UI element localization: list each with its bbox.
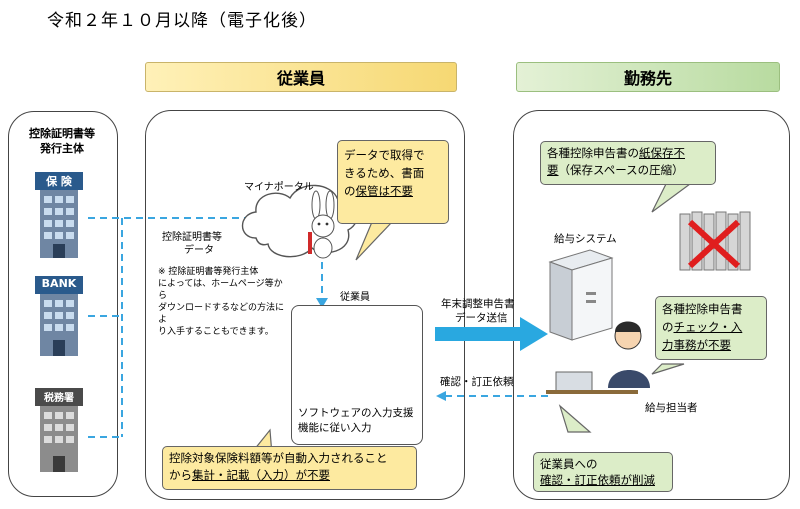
callout-no-storage: データで取得で きるため、書面 の保管は不要 — [337, 140, 449, 224]
tax-office-sign: 税務署 — [44, 393, 74, 404]
portal-down-arrowhead — [316, 298, 328, 308]
payroll-staff-label: 給与担当者 — [645, 402, 698, 414]
callout-no-check-input: 各種控除申告書 のチェック・入 力事務が不要 — [655, 296, 767, 360]
send-arrow — [435, 317, 548, 351]
employee-label: 従業員 — [340, 292, 370, 303]
paper-storage-crossed-icon — [679, 211, 751, 271]
mynaportal-label: マイナポータル — [244, 182, 314, 193]
download-note: ※ 控除証明書等発行主体 によっては、ホームページ等から ダウンロードするなどの… — [158, 267, 285, 337]
callout-tail-top-employee — [355, 221, 394, 261]
software-input-label: ソフトウェアの入力支援 機能に従い入力 — [298, 407, 414, 434]
callout-fewer-requests: 従業員への 確認・訂正依頼が削減 — [533, 452, 673, 492]
callout-tail-bottom-workplace — [558, 404, 592, 433]
payroll-staff-icon — [546, 321, 650, 394]
cert-data-label: 控除証明書等 データ — [162, 232, 222, 256]
callout-tail-mid-workplace — [651, 363, 685, 375]
confirm-arrowhead — [436, 391, 446, 401]
send-data-label: 年末調整申告書 データ送信 — [441, 298, 515, 324]
payroll-system-label: 給与システム — [554, 233, 617, 245]
callout-tail-top-workplace — [651, 183, 692, 213]
tax-office-building-icon — [35, 388, 83, 472]
payroll-server-icon — [548, 249, 614, 341]
confirm-request-label: 確認・訂正依頼 — [440, 376, 514, 388]
workplace-banner: 勤務先 — [516, 62, 780, 92]
callout-no-paper-storage: 各種控除申告書の紙保存不 要（保存スペースの圧縮） — [540, 141, 716, 185]
bank-building-icon — [35, 276, 83, 356]
employee-banner: 従業員 — [145, 62, 457, 92]
callout-auto-input: 控除対象保険料額等が自動入力されること から集計・記載（入力）が不要 — [162, 446, 417, 490]
mynaportal-mascot-icon — [308, 190, 335, 259]
insurance-sign: 保 険 — [46, 175, 72, 188]
issuer-title: 控除証明書等 発行主体 — [29, 127, 95, 155]
page-title: 令和２年１０月以降（電子化後） — [47, 11, 317, 31]
software-input-box — [291, 305, 423, 445]
bank-sign: BANK — [41, 277, 77, 290]
insurance-building-icon — [35, 172, 83, 258]
